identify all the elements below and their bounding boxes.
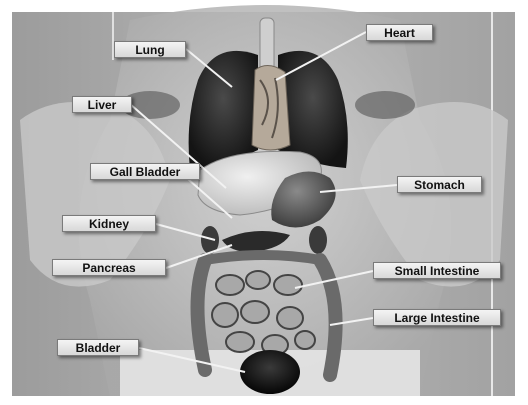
label-stomach: Stomach xyxy=(397,176,482,193)
label-bladder: Bladder xyxy=(57,339,139,356)
label-liver: Liver xyxy=(72,96,132,113)
label-heart: Heart xyxy=(366,24,433,41)
label-kidney: Kidney xyxy=(62,215,156,232)
label-large-intestine: Large Intestine xyxy=(373,309,501,326)
label-lung: Lung xyxy=(114,41,186,58)
label-pancreas: Pancreas xyxy=(52,259,166,276)
label-small-intestine: Small Intestine xyxy=(373,262,501,279)
label-gall-bladder: Gall Bladder xyxy=(90,163,200,180)
